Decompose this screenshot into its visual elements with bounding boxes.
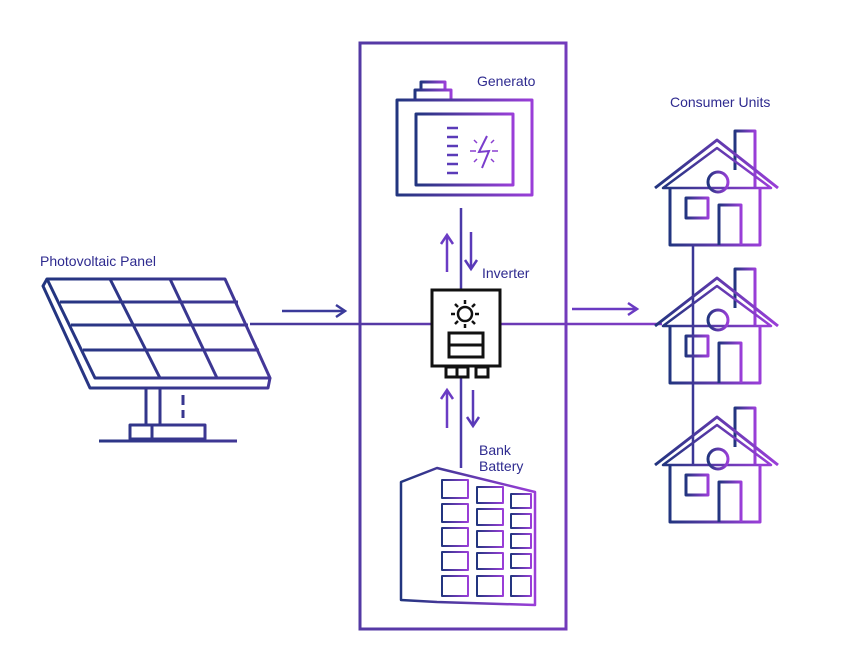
arrow-down-icon xyxy=(463,232,481,429)
photovoltaic-panel-label: Photovoltaic Panel xyxy=(40,253,156,269)
inverter-label: Inverter xyxy=(482,265,530,281)
generator-label: Generato xyxy=(477,73,536,89)
generator-icon xyxy=(395,80,534,210)
house-icon xyxy=(653,406,780,524)
arrow-right-icon xyxy=(572,301,640,317)
system-enclosure xyxy=(358,41,568,631)
battery-bank-icon xyxy=(399,466,537,607)
house-icon xyxy=(653,267,780,385)
inverter-icon xyxy=(430,288,502,379)
bank-battery-label-line1: Bank xyxy=(479,442,512,458)
arrow-up-icon xyxy=(439,232,455,428)
arrow-right-icon xyxy=(282,303,348,319)
bank-battery-label-line2: Battery xyxy=(479,458,523,474)
house-icon xyxy=(653,129,780,247)
consumer-units-label: Consumer Units xyxy=(670,94,770,110)
solar-panel-icon xyxy=(41,277,272,443)
